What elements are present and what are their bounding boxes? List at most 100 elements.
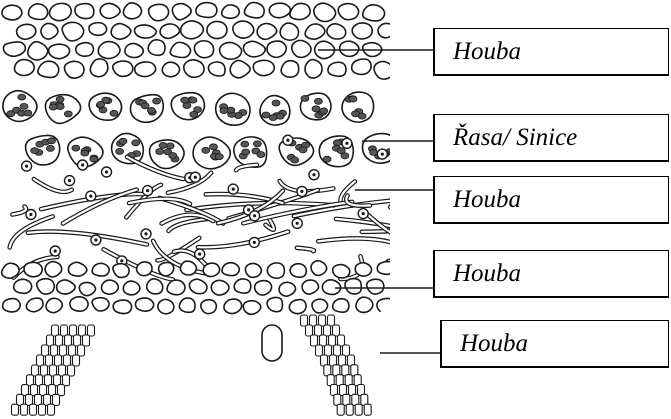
label-text-medulla: Houba [453,186,521,214]
lower-cortex-cell [203,263,219,276]
lower-cortex-cell [222,263,239,276]
alga-dot [189,97,197,103]
rhizine-cell [51,345,58,356]
lower-cortex-cell [68,262,86,276]
cortex-cell [17,24,36,39]
label-upper-cortex: Houba [433,28,669,76]
rhizine-cell [70,325,77,336]
alga-dot [341,153,349,159]
alga-dot [202,147,210,153]
alga-dot [323,156,331,162]
alga-dot [220,108,228,114]
lower-cortex-cell [367,279,384,294]
alga-dot [320,108,328,114]
alga-dot [119,138,127,144]
cortex-cell [194,41,213,58]
rhizine-cell [65,335,72,346]
rhizine-cell [42,345,49,356]
lower-cortex-cell [113,264,129,278]
cortex-cell [3,42,25,56]
cortex-cell [352,23,372,39]
cortex-cell [123,3,141,19]
alga-dot [20,103,28,109]
hypha [390,175,433,207]
spore-core [81,163,84,166]
rhizine-cell [351,365,358,376]
lower-cortex-cell [123,281,140,295]
label-algal-layer: Řasa/ Sinice [433,114,669,162]
lower-cortex-cell [158,299,174,313]
alga-dot [291,157,299,163]
rhizine-cell [364,404,371,415]
cortex-cell [244,3,264,18]
spore-core [253,241,256,244]
rhizine-cell [73,355,80,366]
cortex-cell [76,43,94,57]
rhizine-cell [311,335,318,346]
lower-cortex-cell [189,279,207,294]
cortex-cell [305,60,322,78]
cortex-cell [220,42,242,59]
spore-core [194,176,197,179]
rhizine-cell [333,325,340,336]
rhizine-cell [69,345,76,356]
rhizine-cell [315,325,322,336]
alga-dot [159,142,167,148]
cortex-cell [181,21,204,39]
rhizine-cell [53,394,60,405]
cortex-cell [327,24,346,39]
alga-dot [153,98,161,104]
alga-dot [64,111,72,117]
algal-layer [3,91,397,169]
algal-cell [193,137,230,169]
lower-cortex-cell [135,298,153,311]
alga-dot [242,149,250,155]
cortex-cell [64,61,84,78]
rhizine-cell [56,335,63,346]
lower-cortex-cell [234,279,251,293]
alga-dot [46,145,54,151]
cortex-cell [38,61,59,77]
rhizine-cell [58,385,65,396]
cortex-cell [49,3,71,20]
lower-cortex-cell [46,298,62,312]
cortex-cell [208,62,225,76]
cortex-cell [41,23,58,39]
rhizine-cell [343,394,350,405]
cortex-cell [90,59,108,77]
lower-cortex-cell [289,300,306,314]
rhizine-cell [346,404,353,415]
lower-cortex-cell [92,263,109,276]
lower-cortex-cell [159,262,174,275]
alga-dot [147,107,155,113]
alga-dot [7,111,15,117]
alga-dot [301,95,309,101]
lower-cortex-cell [333,299,349,313]
lower-cortex-cell [24,262,42,277]
lower-cortex-cell [37,279,55,294]
rhizine-cell [39,404,46,415]
rhizine-cell [328,315,335,326]
cortex-cell [314,3,336,21]
cortex-cell [89,23,107,36]
lower-cortex-cell [345,279,361,294]
cortex-cell [269,3,290,18]
cortex-cell [340,41,359,56]
cortex-cell [292,40,311,57]
alga-dot [253,141,261,147]
rhizine-cell [47,335,54,346]
lower-cortex-cell [255,281,272,296]
rhizine-cell [79,325,86,336]
lower-cortex-cell [79,282,95,295]
cortex-cell [149,4,169,20]
alga-dot [358,113,366,119]
alga-dot [181,97,189,103]
cortex-cell [378,23,395,37]
alga-dot [56,96,64,102]
lower-cortex-cell [311,261,327,276]
cortex-cell [135,25,157,38]
rhizine-cell [352,394,359,405]
lower-cortex-cell [224,299,242,314]
spore-core [286,139,289,142]
rhizine-cell [88,325,95,336]
